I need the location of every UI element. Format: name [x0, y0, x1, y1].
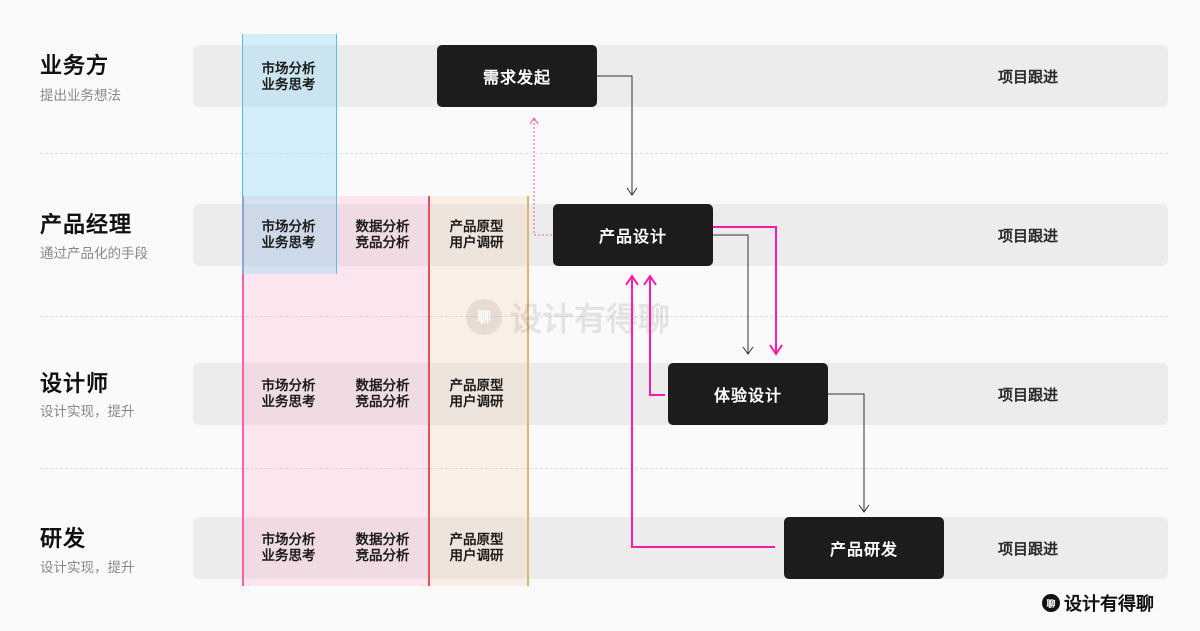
flow-magenta-design-to-pm [649, 276, 665, 396]
lane-title-business: 业务方 [40, 54, 110, 79]
flow-arrow-request-to-pm [597, 75, 633, 195]
cell-line: 市场分析 [261, 378, 316, 394]
cell-line: 市场分析 [261, 532, 316, 548]
lane-subtitle-pm: 通过产品化的手段 [40, 246, 148, 262]
cell-line: 产品原型 [449, 532, 504, 548]
watermark-text: 设计有得聊 [510, 300, 671, 338]
cell-line: 用户调研 [449, 394, 504, 410]
arrowhead [529, 117, 539, 125]
cell-line: 用户调研 [449, 235, 504, 251]
arrowhead [625, 274, 639, 286]
column-overlay-blue [242, 34, 337, 274]
node-experience-design[interactable]: 体验设计 [668, 363, 828, 425]
arrowhead [769, 344, 783, 356]
node-product-design[interactable]: 产品设计 [553, 204, 713, 266]
cell-prototype: 产品原型 用户调研 [430, 219, 523, 251]
cell-market-analysis: 市场分析 业务思考 [242, 219, 335, 251]
cell-data-analysis: 数据分析 竞品分析 [336, 532, 429, 564]
cell-market-analysis: 市场分析 业务思考 [242, 61, 335, 93]
cell-line: 业务思考 [261, 394, 316, 410]
follow-up-label: 项目跟进 [998, 540, 1059, 558]
cell-data-analysis: 数据分析 竞品分析 [336, 378, 429, 410]
cell-prototype: 产品原型 用户调研 [430, 378, 523, 410]
cell-data-analysis: 数据分析 竞品分析 [336, 219, 429, 251]
arrowhead [626, 187, 638, 196]
flow-magenta-dev-to-pm [631, 276, 775, 548]
follow-up-label: 项目跟进 [998, 68, 1059, 86]
cell-line: 业务思考 [261, 77, 316, 93]
cell-line: 数据分析 [355, 378, 410, 394]
cell-line: 业务思考 [261, 548, 316, 564]
lane-bar-business [193, 45, 1168, 107]
brand-text: 设计有得聊 [1064, 594, 1154, 615]
flow-arrow-design-to-dev [828, 393, 865, 512]
lane-subtitle-designer: 设计实现，提升 [40, 404, 135, 420]
lane-title-designer: 设计师 [40, 372, 110, 397]
node-request[interactable]: 需求发起 [437, 45, 597, 107]
arrowhead [643, 274, 657, 286]
cell-line: 产品原型 [449, 219, 504, 235]
lane-subtitle-business: 提出业务想法 [40, 88, 121, 104]
lane-title-dev: 研发 [40, 527, 87, 552]
brand-badge-icon: 聊 [1042, 594, 1060, 612]
flow-arrow-pm-to-design [712, 234, 749, 354]
lane-subtitle-dev: 设计实现，提升 [40, 560, 135, 576]
cell-line: 产品原型 [449, 378, 504, 394]
follow-up-label: 项目跟进 [998, 227, 1059, 245]
brand-logo: 聊 设计有得聊 [1042, 590, 1154, 616]
cell-line: 数据分析 [355, 219, 410, 235]
cell-line: 竞品分析 [355, 394, 410, 410]
cell-line: 市场分析 [261, 61, 316, 77]
cell-market-analysis: 市场分析 业务思考 [242, 378, 335, 410]
follow-up-label: 项目跟进 [998, 386, 1059, 404]
flow-feedback-pm-to-request [533, 118, 552, 236]
lane-title-pm: 产品经理 [40, 213, 133, 238]
lane-divider [40, 316, 1168, 317]
cell-line: 业务思考 [261, 235, 316, 251]
cell-line: 竞品分析 [355, 235, 410, 251]
cell-market-analysis: 市场分析 业务思考 [242, 532, 335, 564]
cell-line: 市场分析 [261, 219, 316, 235]
watermark-badge: 聊 [466, 299, 502, 335]
flow-magenta-pm-to-design [712, 226, 777, 354]
arrowhead [742, 346, 754, 355]
cell-line: 竞品分析 [355, 548, 410, 564]
node-product-dev[interactable]: 产品研发 [784, 517, 944, 579]
column-overlay-orange [428, 196, 529, 586]
lane-divider [40, 153, 1168, 154]
cell-line: 数据分析 [355, 532, 410, 548]
watermark: 聊 设计有得聊 [466, 294, 670, 340]
cell-prototype: 产品原型 用户调研 [430, 532, 523, 564]
cell-line: 用户调研 [449, 548, 504, 564]
lane-divider [40, 468, 1168, 469]
arrowhead [858, 504, 870, 513]
